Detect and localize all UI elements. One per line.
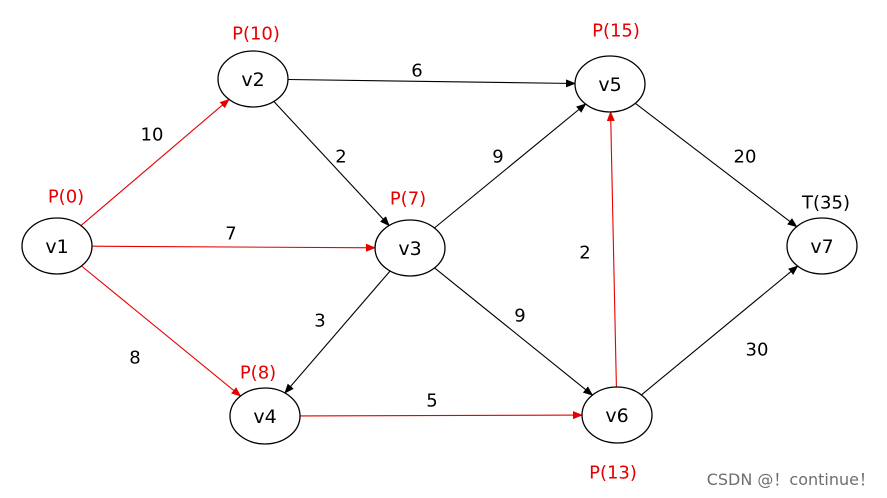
node-tags-layer: P(0) P(10) P(7) P(8) P(15) P(13) T(35)	[48, 21, 850, 484]
node-label-v3: v3	[398, 238, 421, 260]
node-circle-v5	[574, 55, 646, 113]
node-tag-v2: P(10)	[232, 24, 280, 45]
edge-v3-v5	[434, 103, 587, 229]
edge-v4-v6	[299, 411, 583, 420]
edge-weights-layer: 10 7 8 6 2 9 3 9 5 2 20 30	[129, 61, 768, 412]
edge-v3-v6	[434, 267, 594, 396]
node-label-v1: v1	[45, 236, 68, 258]
node-v4: v4	[229, 387, 301, 445]
edge-weight-v2-v5: 6	[411, 61, 422, 82]
node-label-v2: v2	[241, 69, 264, 91]
node-tag-v7: T(35)	[801, 193, 850, 214]
node-v7: v7	[786, 217, 858, 275]
node-circle-v6	[581, 386, 653, 444]
node-tag-v5: P(15)	[592, 21, 640, 42]
node-label-v7: v7	[810, 236, 833, 258]
node-tag-v1: P(0)	[48, 187, 84, 208]
edge-weight-v3-v6: 9	[514, 306, 525, 327]
edge-weight-v3-v4: 3	[314, 311, 325, 332]
node-tag-v3: P(7)	[390, 189, 426, 210]
edge-v6-v7	[641, 265, 799, 396]
edge-weight-v1-v2: 10	[141, 125, 164, 146]
node-label-v5: v5	[598, 74, 621, 96]
edge-v1-v4	[81, 265, 242, 397]
node-v6: v6	[581, 386, 653, 444]
watermark: CSDN @！continue！	[706, 470, 875, 489]
edges-layer	[80, 78, 799, 420]
node-v5: v5	[574, 55, 646, 113]
nodes-layer: v1 v2 v3 v4 v5 v6 v7	[21, 50, 858, 445]
node-circle-v3	[374, 219, 446, 277]
node-tag-v4: P(8)	[240, 363, 276, 384]
node-circle-v1	[21, 217, 93, 275]
node-tag-v6: P(13)	[589, 463, 637, 484]
node-circle-v7	[786, 217, 858, 275]
edge-v6-v5	[606, 111, 617, 388]
node-v1: v1	[21, 217, 93, 275]
edge-weight-v3-v5: 9	[492, 147, 503, 168]
edge-v2-v5	[287, 78, 576, 88]
edge-v1-v3	[91, 243, 376, 252]
node-v2: v2	[217, 50, 289, 108]
node-circle-v2	[217, 50, 289, 108]
edge-v2-v3	[273, 101, 390, 227]
node-label-v4: v4	[253, 406, 276, 428]
edge-weight-v6-v7: 30	[746, 340, 769, 361]
node-v3: v3	[374, 219, 446, 277]
edge-v3-v4	[284, 270, 391, 394]
edge-weight-v5-v7: 20	[734, 147, 757, 168]
node-label-v6: v6	[605, 405, 628, 427]
edge-weight-v2-v3: 2	[335, 147, 346, 168]
edge-v1-v2	[80, 98, 230, 227]
node-circle-v4	[229, 387, 301, 445]
edge-weight-v4-v6: 5	[426, 391, 437, 412]
edge-weight-v1-v4: 8	[129, 348, 140, 369]
edge-weight-v1-v3: 7	[225, 224, 236, 245]
edge-v5-v7	[634, 102, 798, 228]
edge-weight-v6-v5: 2	[579, 243, 590, 264]
